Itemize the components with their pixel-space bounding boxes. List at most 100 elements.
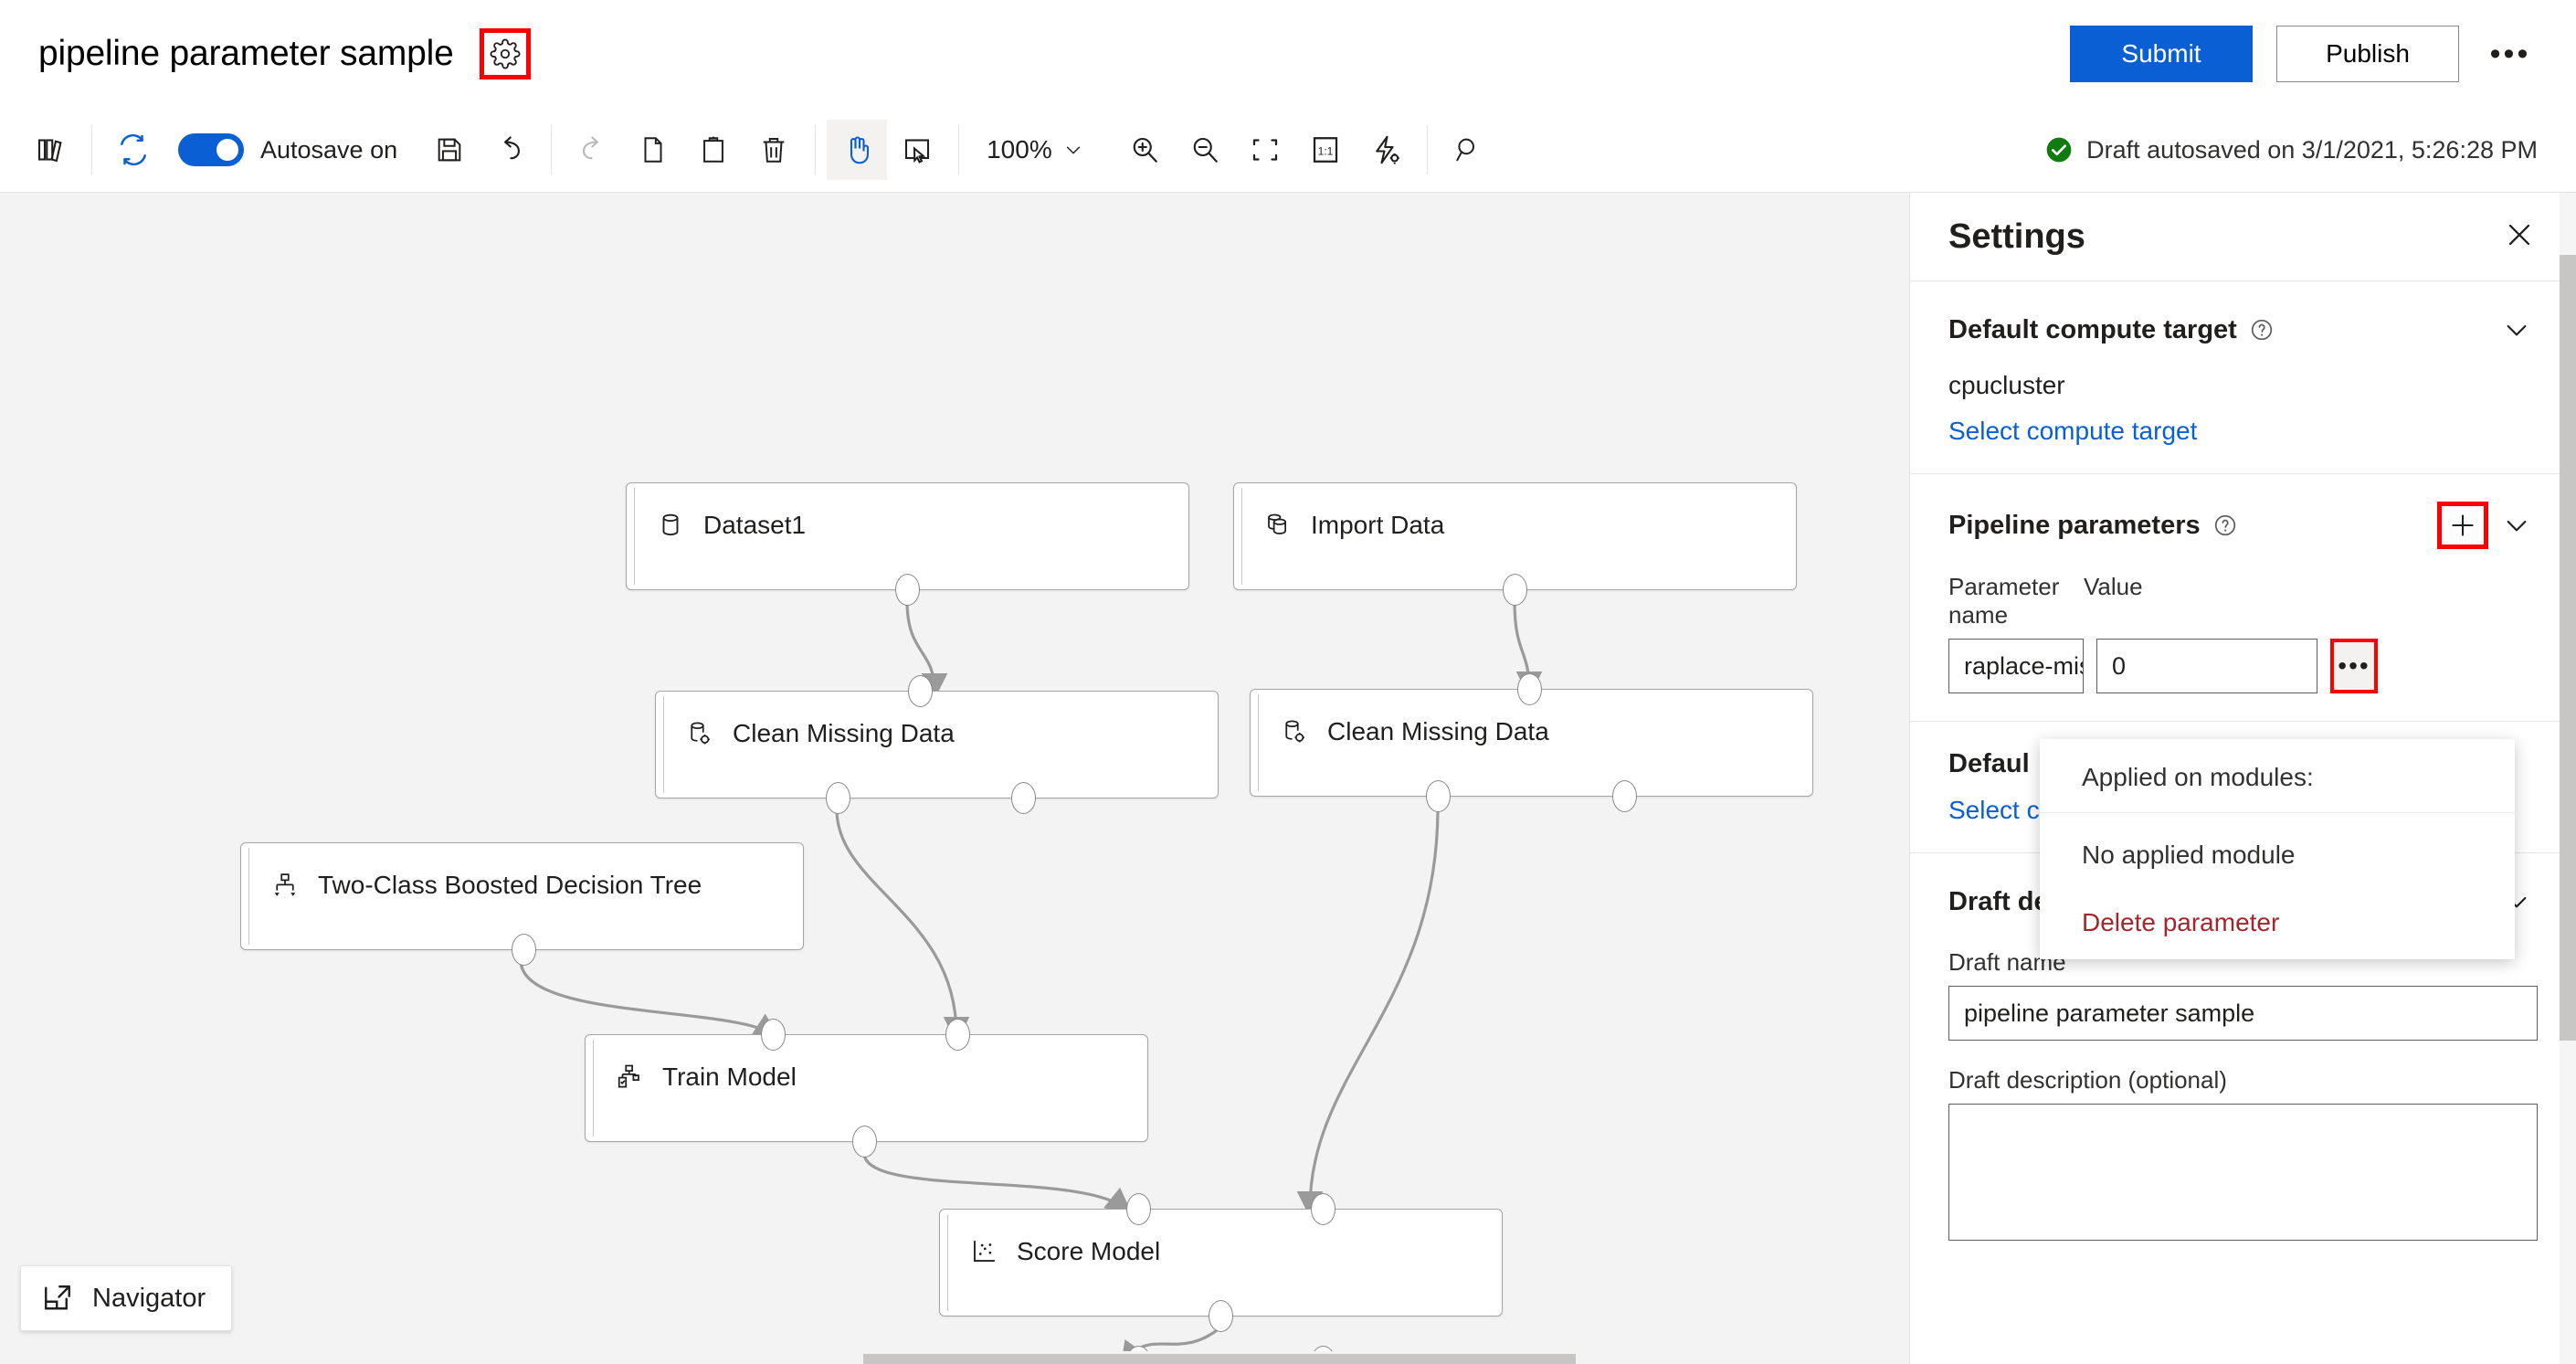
zoom-in-icon — [1133, 137, 1157, 163]
collapse-compute-section-button[interactable] — [2496, 309, 2538, 351]
node-input-port-2[interactable] — [1311, 1193, 1336, 1225]
plus-icon — [2452, 514, 2474, 536]
node-label: Two-Class Boosted Decision Tree — [318, 871, 702, 899]
navigator-button[interactable]: Navigator — [20, 1265, 233, 1331]
copy-icon — [644, 137, 662, 163]
publish-button[interactable]: Publish — [2276, 26, 2459, 82]
pipeline-node-clean-missing-data-1[interactable]: Clean Missing Data — [655, 675, 1219, 814]
scrollbar-thumb[interactable] — [863, 1354, 1576, 1364]
copy-button[interactable] — [623, 120, 683, 180]
scrollbar-thumb[interactable] — [2560, 255, 2576, 1041]
parameter-more-menu-button[interactable]: ••• — [2330, 639, 2378, 693]
more-options-icon[interactable]: ••• — [2489, 36, 2531, 71]
select-marquee-icon — [905, 139, 930, 164]
node-label: Dataset1 — [703, 511, 807, 539]
help-circle-icon[interactable] — [2250, 318, 2274, 342]
fit-to-screen-button[interactable] — [1235, 120, 1295, 180]
pipeline-canvas[interactable]: Dataset1 Import Data Clea — [0, 193, 1909, 1364]
pan-tool-button[interactable] — [827, 120, 888, 180]
section-header: Default compute target — [1948, 309, 2538, 351]
save-icon — [438, 138, 461, 162]
auto-layout-icon — [1375, 135, 1399, 164]
pipeline-node-two-class-boosted-decision-tree[interactable]: Two-Class Boosted Decision Tree — [240, 842, 804, 966]
actual-size-button[interactable]: 1:1 — [1295, 120, 1356, 180]
app-header: pipeline parameter sample Submit Publish… — [0, 0, 2576, 108]
pipeline-node-dataset1[interactable]: Dataset1 — [626, 482, 1189, 606]
node-output-port-1[interactable] — [1426, 780, 1451, 812]
pan-hand-icon — [850, 136, 870, 164]
help-circle-icon[interactable] — [2213, 513, 2237, 537]
parameter-context-menu: Applied on modules: No applied module De… — [2040, 739, 2515, 959]
autosave-control[interactable]: Autosave on — [178, 133, 397, 166]
undo-button[interactable] — [480, 120, 540, 180]
node-output-port[interactable] — [1209, 1300, 1233, 1332]
context-menu-item-delete-parameter[interactable]: Delete parameter — [2082, 908, 2280, 936]
train-model-icon — [613, 1061, 646, 1094]
delete-icon — [763, 137, 785, 163]
default-compute-target-section: Default compute target cpucluster Select… — [1910, 280, 2576, 473]
pipeline-node-import-data[interactable]: Import Data — [1233, 482, 1797, 606]
settings-panel-scrollbar[interactable] — [2560, 193, 2576, 1364]
node-output-port[interactable] — [852, 1126, 877, 1158]
paste-button[interactable] — [683, 120, 744, 180]
refresh-button[interactable] — [103, 120, 164, 180]
section-title: Default compute target — [1948, 314, 2237, 344]
auto-layout-button[interactable] — [1356, 120, 1416, 180]
refresh-icon — [121, 133, 146, 166]
autosave-label: Autosave on — [260, 135, 398, 164]
editor-toolbar: Autosave on — [0, 108, 2576, 193]
algorithm-icon — [269, 869, 301, 902]
select-compute-target-link[interactable]: Select compute target — [1948, 417, 2198, 445]
redo-button[interactable] — [563, 120, 623, 180]
pipeline-edges — [519, 600, 1543, 1364]
success-check-icon — [2046, 137, 2072, 163]
save-button[interactable] — [419, 120, 480, 180]
node-output-port[interactable] — [512, 934, 536, 966]
toolbar-divider — [815, 125, 817, 174]
draft-name-input[interactable]: pipeline parameter sample — [1948, 986, 2538, 1041]
svg-text:1:1: 1:1 — [1317, 144, 1333, 157]
pipeline-node-train-model[interactable]: Train Model — [585, 1019, 1148, 1158]
context-menu-item-no-applied-module[interactable]: No applied module — [2082, 841, 2296, 869]
close-panel-button[interactable] — [2496, 211, 2543, 259]
select-tool-button[interactable] — [887, 120, 947, 180]
node-input-port-1[interactable] — [1126, 1193, 1151, 1225]
search-button[interactable] — [1439, 120, 1499, 180]
node-label: Clean Missing Data — [733, 719, 955, 747]
chevron-down-icon — [2507, 324, 2527, 336]
settings-gear-button[interactable] — [479, 28, 531, 79]
undo-icon — [504, 136, 521, 160]
module-library-button[interactable] — [20, 120, 80, 180]
node-output-port-2[interactable] — [1612, 780, 1637, 812]
edge-group — [519, 600, 1543, 1364]
node-output-port-1[interactable] — [826, 782, 850, 814]
pipeline-parameters-section: Pipeline parameters Parameter name Value — [1910, 473, 2576, 721]
add-parameter-button[interactable] — [2437, 502, 2488, 549]
zoom-out-button[interactable] — [1175, 120, 1235, 180]
collapse-parameters-section-button[interactable] — [2496, 504, 2538, 546]
autosave-toggle[interactable] — [178, 133, 244, 166]
draft-status-text: Draft autosaved on 3/1/2021, 5:26:28 PM — [2086, 135, 2538, 164]
node-output-port-2[interactable] — [1011, 782, 1036, 814]
chevron-down-icon — [2507, 520, 2527, 532]
parameter-column-headers: Parameter name Value — [1948, 573, 2538, 629]
node-input-port[interactable] — [908, 675, 933, 707]
pipeline-node-score-model[interactable]: Score Model — [939, 1193, 1503, 1332]
parameter-name-input[interactable]: raplace-miss... — [1948, 639, 2084, 693]
canvas-horizontal-scrollbar[interactable] — [0, 1351, 1909, 1364]
node-input-port[interactable] — [1517, 673, 1542, 705]
zoom-in-button[interactable] — [1114, 120, 1175, 180]
zoom-level-dropdown[interactable]: 100% — [970, 120, 1100, 180]
node-label: Score Model — [1017, 1237, 1161, 1265]
delete-button[interactable] — [744, 120, 804, 180]
draft-description-input[interactable] — [1948, 1104, 2538, 1241]
node-input-port-2[interactable] — [945, 1019, 970, 1051]
node-input-port-1[interactable] — [761, 1019, 786, 1051]
submit-button[interactable]: Submit — [2070, 26, 2253, 82]
select-compute-target-link-partial[interactable]: Select c — [1948, 796, 2040, 824]
node-output-port[interactable] — [1503, 574, 1527, 606]
pipeline-node-clean-missing-data-2[interactable]: Clean Missing Data — [1250, 673, 1813, 812]
node-output-port[interactable] — [895, 574, 920, 606]
parameter-value-input[interactable]: 0 — [2096, 639, 2317, 693]
paste-icon — [703, 136, 724, 163]
